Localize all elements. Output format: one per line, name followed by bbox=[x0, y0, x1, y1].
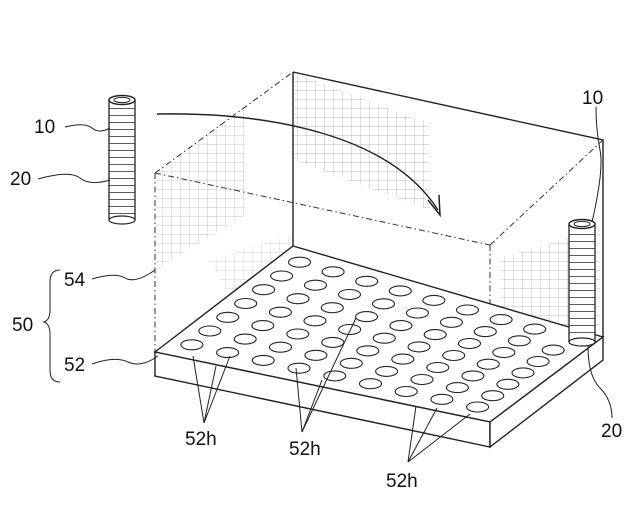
hole-52h bbox=[304, 316, 326, 326]
label-20-left: 20 bbox=[10, 169, 31, 190]
hole-52h bbox=[390, 321, 412, 331]
hole-52h bbox=[321, 303, 343, 313]
hole-52h bbox=[356, 276, 378, 286]
hole-52h bbox=[360, 379, 382, 389]
hole-52h bbox=[490, 315, 512, 325]
hole-52h bbox=[252, 355, 274, 365]
hole-52h bbox=[287, 294, 309, 304]
hole-52h bbox=[234, 334, 256, 344]
hole-52h bbox=[493, 348, 515, 358]
hole-52h bbox=[440, 317, 462, 327]
hole-52h bbox=[497, 379, 519, 389]
hole-52h bbox=[423, 295, 445, 305]
hole-52h bbox=[431, 394, 453, 404]
hole-52h bbox=[459, 339, 481, 349]
hole-52h bbox=[322, 337, 344, 347]
hole-52h bbox=[271, 271, 293, 281]
hole-52h bbox=[457, 305, 479, 315]
hole-52h bbox=[392, 354, 414, 364]
hole-52h bbox=[508, 336, 530, 346]
hole-52h bbox=[217, 348, 239, 358]
cylinder-in-plate bbox=[569, 220, 595, 347]
hole-52h bbox=[542, 345, 564, 355]
label-52: 52 bbox=[64, 355, 85, 376]
label-52h-a: 52h bbox=[185, 429, 217, 450]
label-20-right: 20 bbox=[601, 421, 622, 442]
hole-52h bbox=[524, 324, 546, 334]
hole-52h bbox=[288, 363, 310, 373]
hole-52h bbox=[467, 402, 489, 412]
label-52h-c: 52h bbox=[386, 471, 418, 492]
label-10-left: 10 bbox=[34, 117, 55, 138]
hole-52h bbox=[235, 299, 257, 309]
hole-52h bbox=[269, 307, 291, 317]
hole-52h bbox=[376, 366, 398, 376]
hole-52h bbox=[339, 325, 361, 335]
hole-52h bbox=[217, 312, 239, 322]
hole-52h bbox=[253, 285, 275, 295]
hole-52h bbox=[443, 351, 465, 361]
hole-52h bbox=[357, 346, 379, 356]
hole-52h bbox=[305, 280, 327, 290]
hole-52h bbox=[512, 368, 534, 378]
hole-52h bbox=[474, 327, 496, 337]
hole-52h bbox=[389, 286, 411, 296]
hole-52h bbox=[305, 350, 327, 360]
hole-52h bbox=[356, 312, 378, 322]
hole-52h bbox=[373, 333, 395, 343]
hole-52h bbox=[373, 299, 395, 309]
label-50: 50 bbox=[12, 315, 33, 336]
hole-52h bbox=[408, 342, 430, 352]
hole-52h bbox=[424, 330, 446, 340]
hole-52h bbox=[270, 342, 292, 352]
hole-52h bbox=[411, 375, 433, 385]
hole-52h bbox=[287, 329, 309, 339]
hole-52h bbox=[340, 358, 362, 368]
label-54: 54 bbox=[64, 270, 86, 291]
hole-52h bbox=[252, 321, 274, 331]
hole-52h bbox=[527, 357, 549, 367]
cylinder-loose bbox=[109, 96, 135, 225]
hole-52h bbox=[181, 340, 203, 350]
label-10-right: 10 bbox=[582, 88, 603, 109]
hole-52h bbox=[477, 359, 499, 369]
hole-52h bbox=[199, 326, 221, 336]
hole-52h bbox=[289, 257, 311, 267]
hole-52h bbox=[406, 308, 428, 318]
hole-52h bbox=[322, 267, 344, 277]
hole-52h bbox=[427, 363, 449, 373]
label-52h-b: 52h bbox=[289, 439, 321, 460]
hole-52h bbox=[339, 290, 361, 300]
hole-52h bbox=[462, 371, 484, 381]
hole-52h bbox=[395, 387, 417, 397]
hole-52h bbox=[446, 383, 468, 393]
hole-52h bbox=[482, 391, 504, 401]
